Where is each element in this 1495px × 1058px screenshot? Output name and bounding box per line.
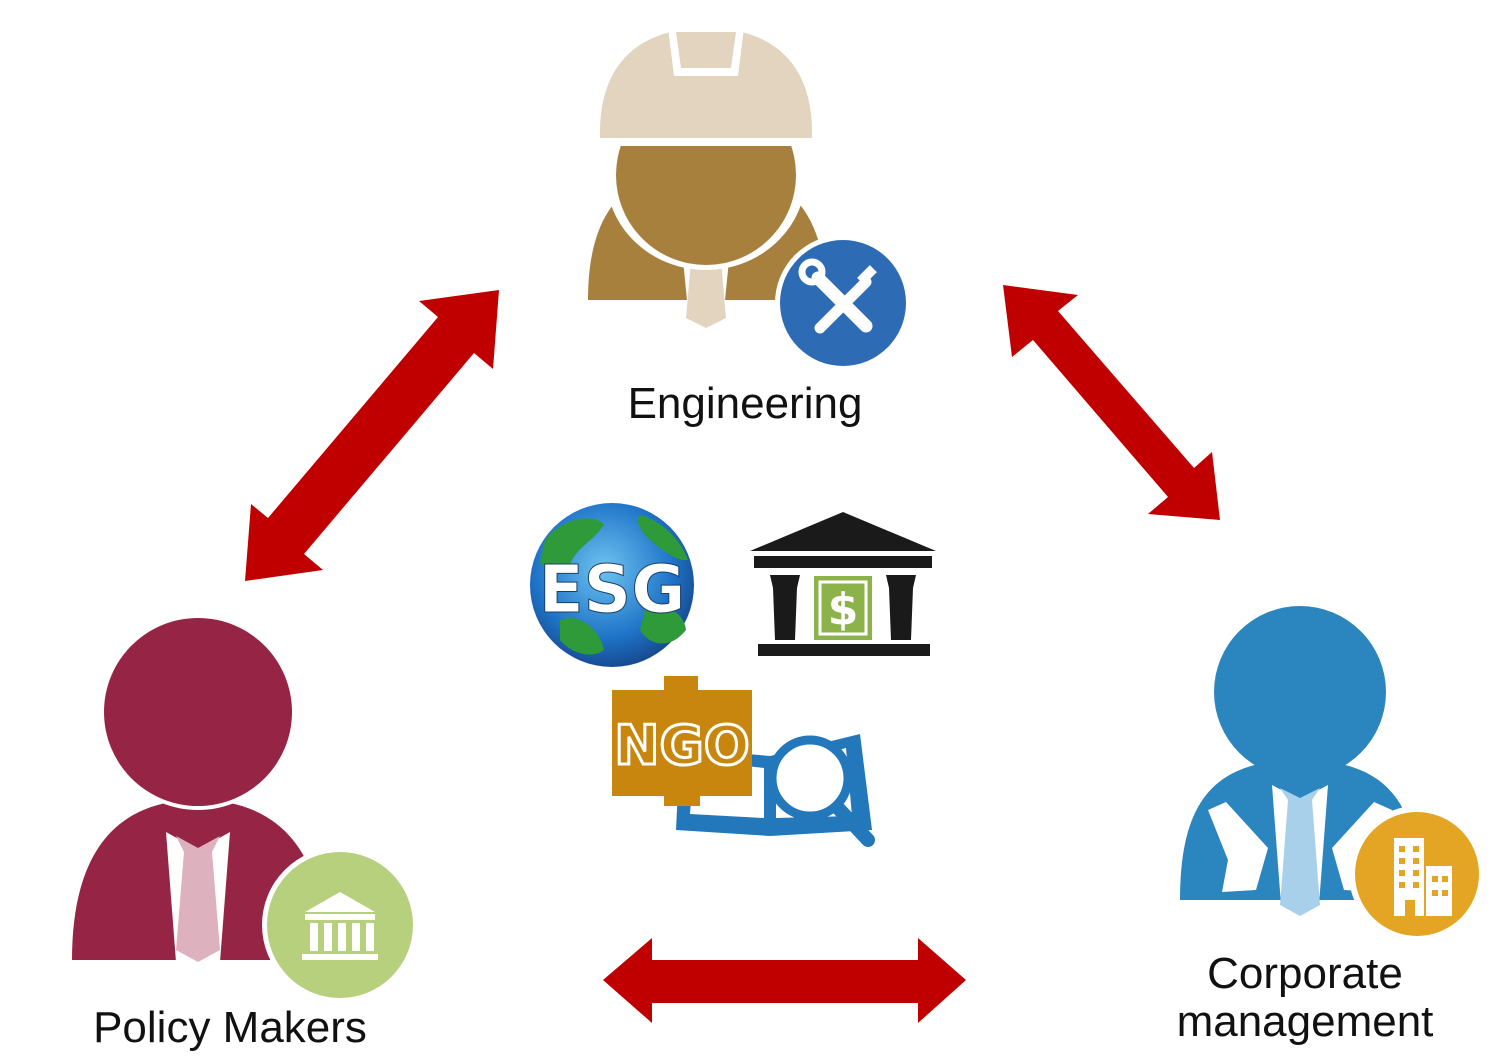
engineering-person-icon <box>588 20 826 332</box>
bank-icon: $ <box>750 512 936 656</box>
policy-badge <box>262 847 418 1003</box>
arrow-engineering-policy <box>245 290 499 581</box>
corporate-management-label: Corporate management <box>1176 949 1434 1047</box>
ngo-icon: NGO <box>612 676 752 806</box>
bank-dollar-symbol: $ <box>828 584 859 635</box>
ngo-text: NGO <box>614 714 749 777</box>
engineering-label: Engineering <box>627 379 863 428</box>
government-building-icon <box>302 892 378 960</box>
office-building-icon <box>1394 838 1452 916</box>
engineering-badge <box>775 235 911 371</box>
policy-makers-label: Policy Makers <box>93 1003 367 1052</box>
esg-text: ESG <box>539 551 686 628</box>
wrench-screwdriver-icon <box>798 258 877 334</box>
esg-globe-icon: ESG <box>530 503 694 667</box>
arrow-engineering-corporate <box>1003 285 1220 520</box>
corporate-badge <box>1349 806 1485 942</box>
arrow-policy-corporate <box>603 938 966 1023</box>
